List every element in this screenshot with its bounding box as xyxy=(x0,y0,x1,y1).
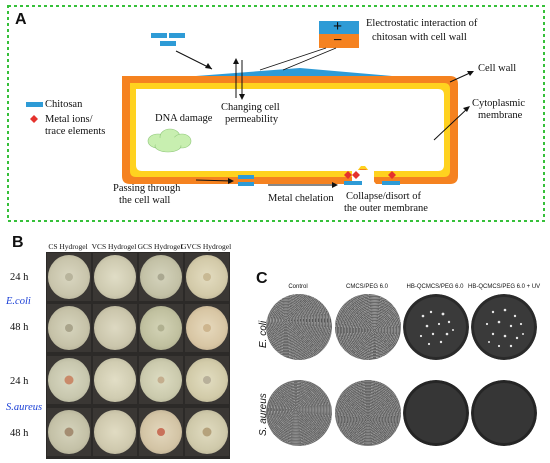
panel-b: B CS Hydrogel VCS Hydrogel GCS Hydrogel … xyxy=(0,232,250,463)
cytoplasm xyxy=(136,89,444,171)
arrow-head-passing xyxy=(228,178,234,184)
chelate-bar-2 xyxy=(382,181,400,185)
c-col-control: Control xyxy=(288,284,308,290)
legend-metal-label-line1: Metal ions/ xyxy=(45,114,93,125)
collapse-label-line1: Collapse/disort of xyxy=(346,191,421,202)
panel-a-label: A xyxy=(15,11,27,28)
b-plate-r2-c4 xyxy=(185,304,229,352)
b-plate-r4-c1 xyxy=(47,408,91,456)
b-plate-r1-c4 xyxy=(185,253,229,301)
b-plate-r2-c1 xyxy=(47,304,91,352)
b-row-time-3: 24 h xyxy=(10,376,29,387)
electrostatic-line-2 xyxy=(282,47,337,71)
dna-damage-label: DNA damage xyxy=(155,113,213,124)
chitosan-bar-2 xyxy=(169,33,185,38)
c-plate-saureus-control xyxy=(266,380,332,446)
b-org-saureus: S.aureus xyxy=(6,402,43,413)
b-col-vcs: VCS Hydrogel xyxy=(91,242,137,251)
arrow-head-down xyxy=(239,94,245,100)
panel-c: C Control CMCS/PEG 6.0 HB-QCMCS/PEG 6.0 … xyxy=(250,232,550,463)
chitosan-bar-1 xyxy=(151,33,167,38)
arrow-cell-wall xyxy=(449,71,473,83)
charge-box-plus xyxy=(319,21,359,34)
b-plate-grid xyxy=(46,252,230,459)
panel-b-label: B xyxy=(12,234,24,251)
c-col-hbqcmcs-uv: HB-QCMCS/PEG 6.0 + UV xyxy=(468,284,541,290)
panel-c-label: C xyxy=(256,270,268,287)
b-plate-r4-c3 xyxy=(139,408,183,456)
arrow-head-cytoplasmic xyxy=(463,106,470,112)
cytoplasmic-label-line2: membrane xyxy=(478,110,523,121)
b-plate-r4-c2 xyxy=(93,408,137,456)
arrow-head-up xyxy=(233,58,239,64)
c-plate-ecoli-control xyxy=(266,294,332,360)
charge-box-minus xyxy=(319,34,359,48)
c-plate-saureus-hbqcmcs xyxy=(403,380,469,446)
electrostatic-line-1 xyxy=(259,47,327,71)
b-plate-r1-c1 xyxy=(47,253,91,301)
permeability-label-line2: permeability xyxy=(225,114,279,125)
metal-chelation-label: Metal chelation xyxy=(268,193,334,204)
metal-ion-chelate-3 xyxy=(388,171,396,179)
c-plate-saureus-cmcs xyxy=(335,380,401,446)
legend-chitosan-label: Chitosan xyxy=(45,99,83,110)
chelate-bar-1 xyxy=(344,181,362,185)
chitosan-bar-3 xyxy=(160,41,176,46)
legend-metal-symbol xyxy=(30,115,38,123)
b-plate-r3-c4 xyxy=(185,356,229,404)
b-row-time-4: 48 h xyxy=(10,428,29,439)
b-row-time-1: 24 h xyxy=(10,272,29,283)
collapse-label-line2: the outer membrane xyxy=(344,203,428,214)
c-plate-ecoli-hbqcmcs xyxy=(403,294,469,360)
b-plate-r3-c2 xyxy=(93,356,137,404)
c-plate-saureus-hbqcmcs-uv xyxy=(471,380,537,446)
c-col-cmcs: CMCS/PEG 6.0 xyxy=(345,284,388,290)
metal-ion-chelate-1 xyxy=(344,171,352,179)
b-plate-r1-c2 xyxy=(93,253,137,301)
b-org-ecoli: E.coli xyxy=(6,296,31,307)
arrow-head-cell-wall xyxy=(467,71,474,76)
b-plate-r1-c3 xyxy=(139,253,183,301)
b-col-gcs: GCS Hydrogel xyxy=(137,242,183,251)
b-plate-r3-c1 xyxy=(47,356,91,404)
c-col-hbqcmcs: HB-QCMCS/PEG 6.0 xyxy=(406,284,464,290)
mechanism-diagram xyxy=(7,5,545,222)
arrow-cytoplasmic xyxy=(433,107,469,141)
cytoplasmic-label-line1: Cytoplasmic xyxy=(472,98,526,109)
electrostatic-label-line1: Electrostatic interaction of xyxy=(366,18,478,29)
arrow-head-approach xyxy=(205,63,212,69)
chitosan-coating xyxy=(196,68,392,76)
b-plate-r3-c3 xyxy=(139,356,183,404)
minus-sign: − xyxy=(333,32,343,49)
arrow-passing xyxy=(195,179,233,182)
dna-cloud-fill xyxy=(153,137,185,147)
b-plate-r2-c2 xyxy=(93,304,137,352)
b-plate-r4-c4 xyxy=(185,408,229,456)
plus-sign: + xyxy=(333,18,343,35)
cell-wall-label: Cell wall xyxy=(478,63,517,74)
arrow-head-chelation xyxy=(332,182,338,188)
b-plate-r2-c3 xyxy=(139,304,183,352)
b-col-cs: CS Hydrogel xyxy=(48,242,88,251)
legend-chitosan-symbol xyxy=(26,102,43,107)
c-plate-ecoli-cmcs xyxy=(335,294,401,360)
passing-label-line1: Passing through xyxy=(113,183,181,194)
panel-a: A + − Electrostatic interaction of chito… xyxy=(0,0,550,230)
arrow-chitosan-approach xyxy=(175,50,213,70)
legend-metal-label-line2: trace elements xyxy=(45,126,106,137)
metal-ion-chelate-2 xyxy=(352,171,360,179)
panel-a-frame xyxy=(7,5,545,222)
permeability-label-line1: Changing cell xyxy=(221,102,280,113)
b-row-time-2: 48 h xyxy=(10,322,29,333)
b-col-gvcs: GVCS Hydrogel xyxy=(181,242,232,251)
chitosan-bar-passing-2 xyxy=(238,182,254,186)
c-plate-ecoli-hbqcmcs-uv xyxy=(471,294,537,360)
electrostatic-label-line2: chitosan with cell wall xyxy=(372,32,467,43)
passing-label-line2: the cell wall xyxy=(119,195,171,206)
chitosan-bar-passing-1 xyxy=(238,175,254,179)
